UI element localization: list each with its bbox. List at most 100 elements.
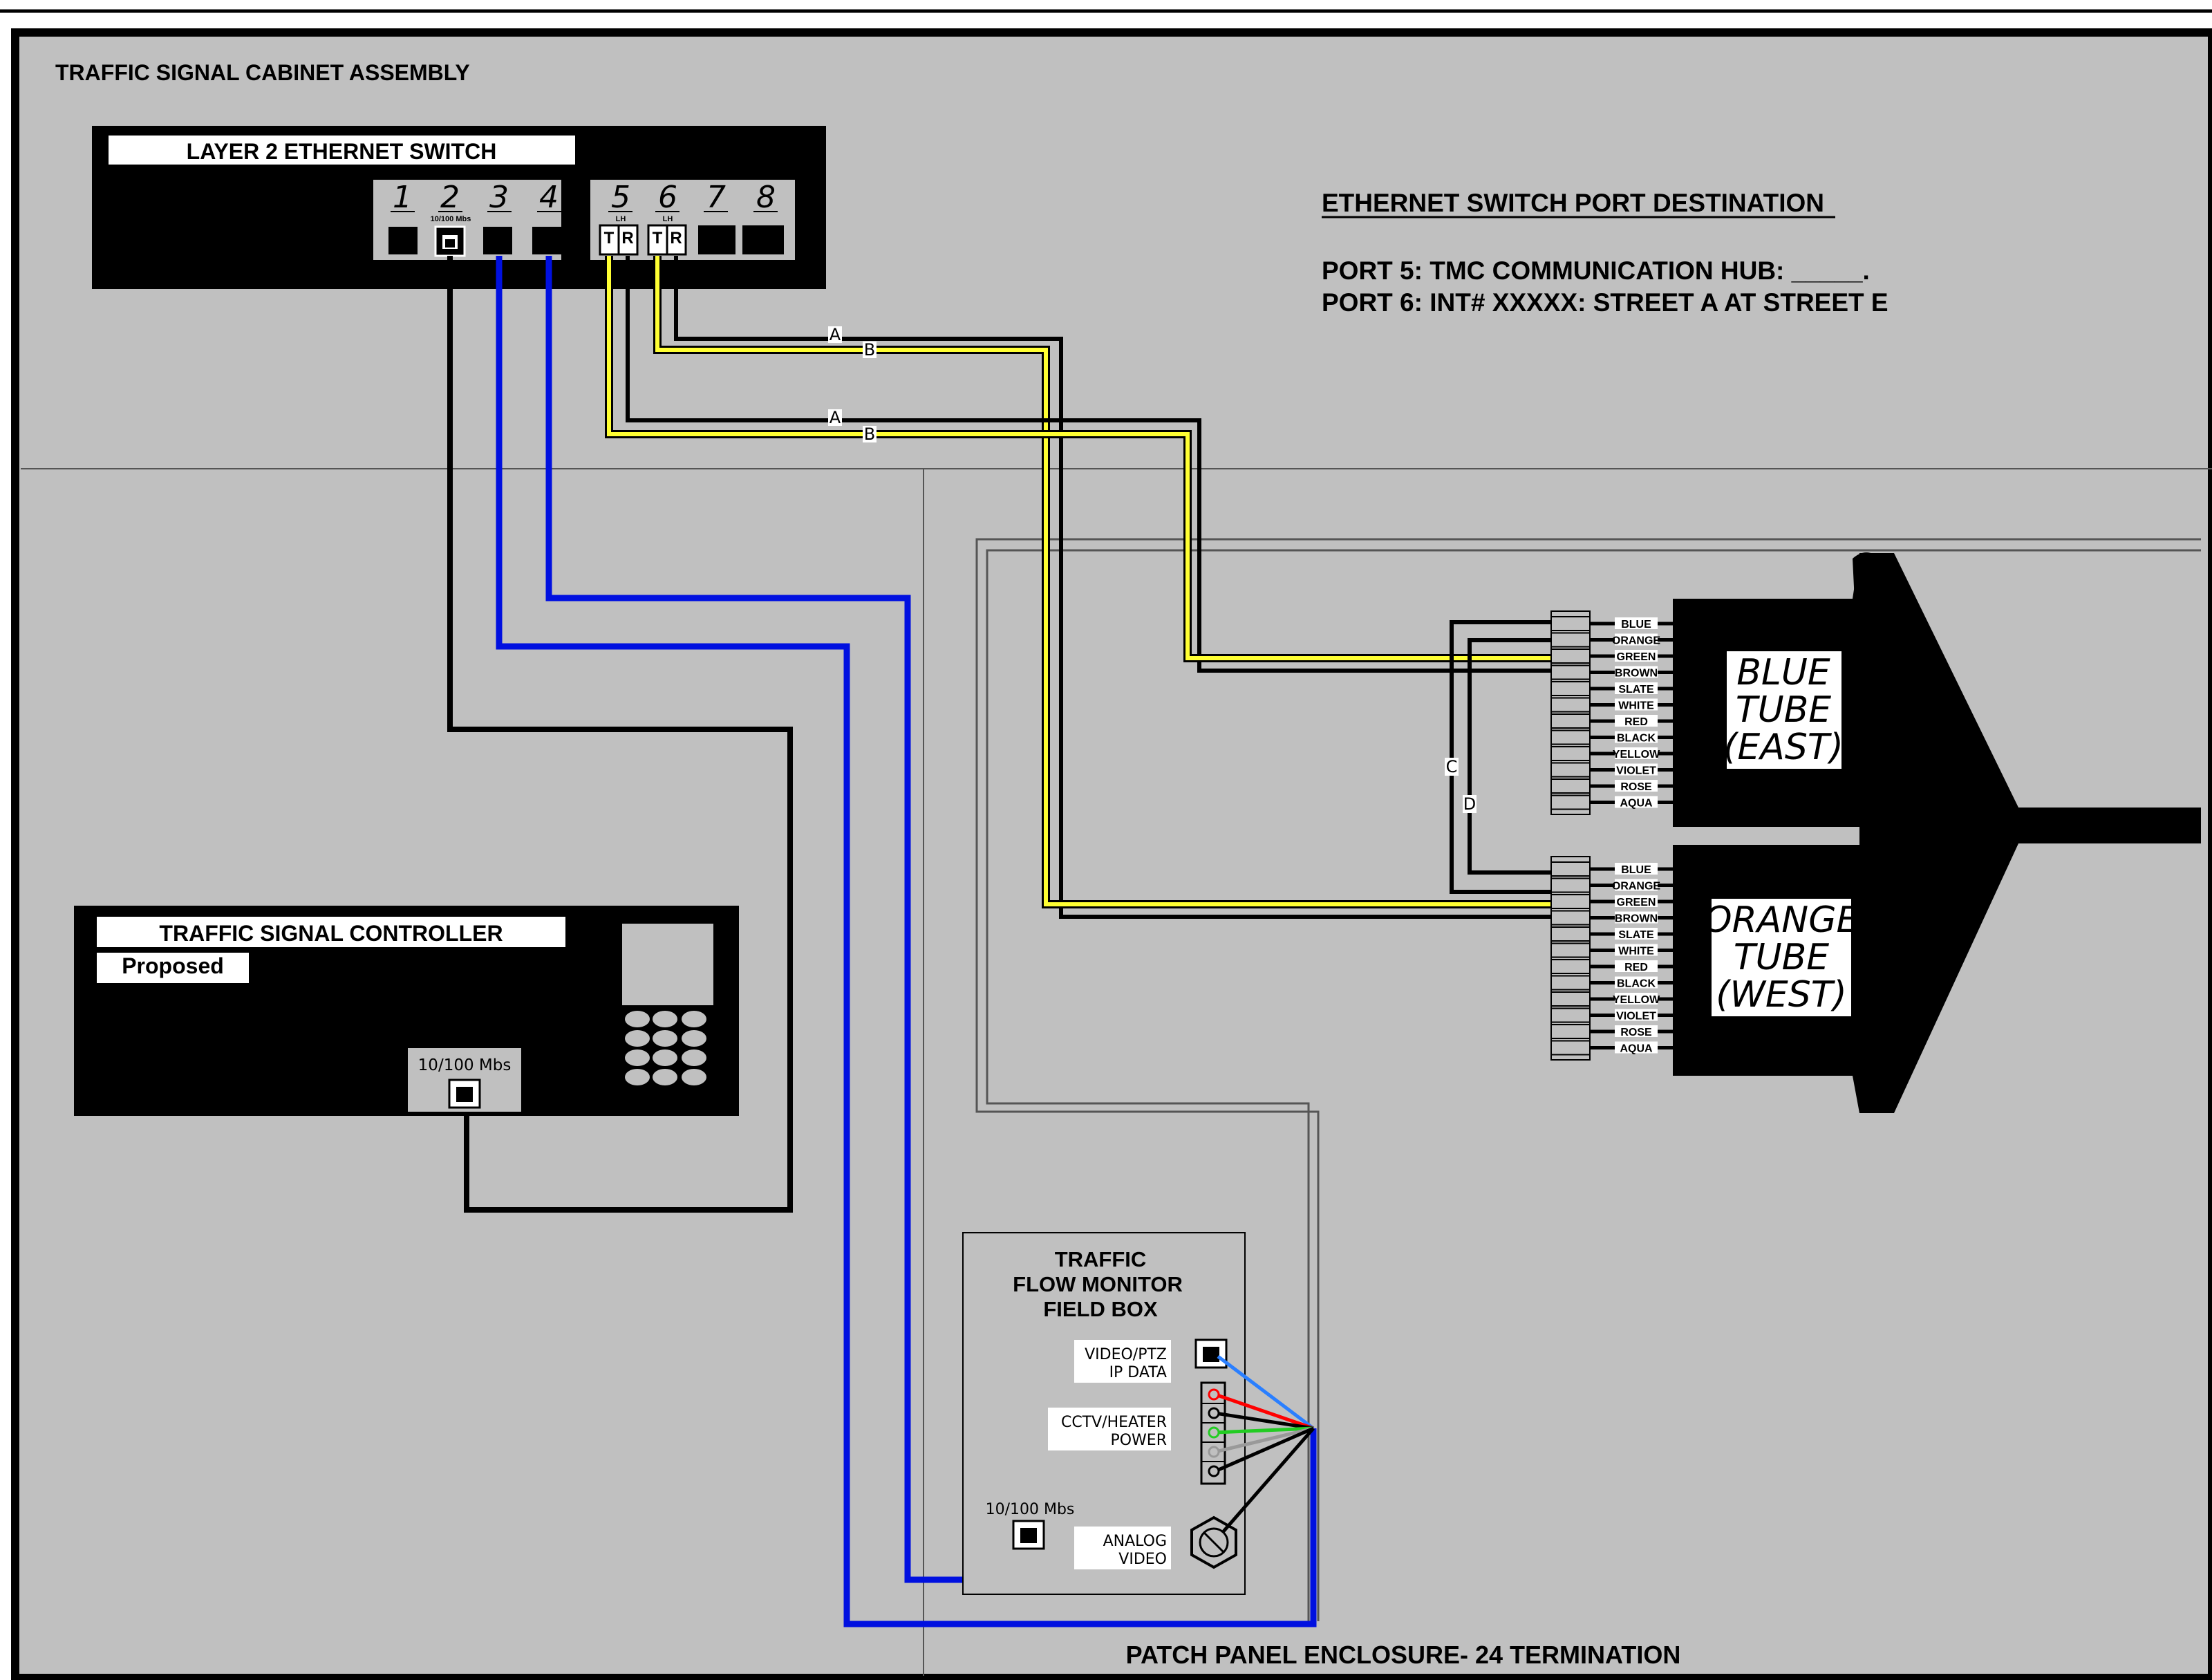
blue-tube-terminal[interactable] [1550, 681, 1591, 696]
enclosure-outline-outer [975, 538, 2201, 1621]
blue-tube-strand-label: GREEN [1617, 651, 1656, 663]
orange-tube-terminal[interactable] [1550, 861, 1591, 877]
analog-label-box [1074, 1527, 1171, 1569]
blue-tube-strand-label: SLATE [1618, 684, 1654, 696]
orange-tube-terminal[interactable] [1550, 1007, 1591, 1023]
blue-tube-strand-label-bg [1615, 747, 1658, 759]
patch-panel-label: PATCH PANEL ENCLOSURE- 24 TERMINATION [1126, 1641, 1681, 1669]
switch-port-8[interactable] [742, 225, 784, 254]
blue-tube-terminal[interactable] [1550, 632, 1591, 648]
orange-tube-strand-label-bg [1615, 944, 1658, 956]
analog-line2: VIDEO [1118, 1551, 1167, 1568]
orange-tube-terminal[interactable] [1550, 942, 1591, 958]
blue-tube-strand-label: BROWN [1615, 668, 1658, 680]
field-box: TRAFFIC FLOW MONITOR FIELD BOX VIDEO/PTZ… [962, 1232, 1315, 1595]
orange-tube-terminal[interactable] [1550, 910, 1591, 926]
blue-tube-strand-label: YELLOW [1613, 749, 1660, 760]
fiber-label-c: C [1446, 757, 1458, 776]
video-ptz-line2: IP DATA [1109, 1364, 1167, 1381]
orange-tube-label-box [1712, 899, 1851, 1016]
power-line1: CCTV/HEATER [1061, 1414, 1167, 1431]
blue-tube-terminal[interactable] [1550, 762, 1591, 778]
blue-tube-strand-label-bg [1615, 682, 1658, 694]
enclosure-outline-inner [986, 549, 2201, 1621]
switch-port-1[interactable] [388, 227, 418, 254]
port-number-2: 2 [440, 180, 460, 215]
blue-tube-strand-label-bg [1615, 666, 1658, 678]
orange-tube-strand-label: ROSE [1620, 1027, 1652, 1038]
orange-tube-terminal[interactable] [1550, 894, 1591, 909]
port-number-5: 5 [611, 180, 630, 215]
port5-lh-label: LH [616, 215, 626, 223]
port-destination-line-1: PORT 5: TMC COMMUNICATION HUB: _____. [1322, 256, 1870, 285]
orange-tube-strand-label: GREEN [1617, 897, 1656, 908]
port6-lh-label: LH [663, 215, 673, 223]
orange-tube-terminal[interactable] [1550, 975, 1591, 991]
blue-tube-strand-label-bg [1615, 715, 1658, 727]
port5-tx-label: T [604, 229, 615, 248]
blue-tube-terminal[interactable] [1550, 697, 1591, 713]
power-line2: POWER [1110, 1432, 1167, 1449]
blue-tube-strand-label: VIOLET [1616, 765, 1656, 777]
field-box-port-label: 10/100 Mbs [986, 1501, 1075, 1518]
blue-tube-strand-label-bg [1615, 617, 1658, 629]
orange-tube-strand-label-bg [1615, 1041, 1658, 1054]
field-box-wiring [1208, 1355, 1315, 1533]
orange-tube-terminal[interactable] [1550, 991, 1591, 1007]
port5-rx-label: R [621, 229, 633, 248]
controller-status-box [97, 953, 249, 983]
port-destination-line-2: PORT 6: INT# XXXXX: STREET A AT STREET E [1322, 288, 1888, 317]
blue-tube-strand-label-bg [1615, 780, 1658, 792]
orange-tube-strand-label: VIOLET [1616, 1011, 1656, 1023]
orange-tube-strand-label: YELLOW [1613, 994, 1660, 1006]
orange-tube-strand-label-bg [1615, 1009, 1658, 1021]
blue-tube-terminal[interactable] [1550, 664, 1591, 680]
orange-tube-strand-label-bg [1615, 895, 1658, 907]
orange-tube-strands: BLUEORANGEGREENBROWNSLATEWHITEREDBLACKYE… [1550, 856, 1673, 1061]
fiber-label-a-bottom: A [830, 408, 841, 427]
blue-tube-strand-label-bg [1615, 731, 1658, 743]
orange-tube-strand-label-bg [1615, 1025, 1658, 1037]
power-label-box [1048, 1408, 1171, 1450]
blue-tube-line1: BLUE [1736, 652, 1830, 693]
blue-tube-terminal[interactable] [1550, 746, 1591, 761]
blue-tube-strand-label: ORANGE [1612, 635, 1661, 647]
blue-tube-strand-label: BLUE [1621, 619, 1651, 631]
main-fiber-cable [1859, 553, 2201, 1113]
port6-rx-label: R [670, 229, 682, 248]
orange-tube-strand-label-bg [1615, 993, 1658, 1005]
blue-tube-terminal[interactable] [1550, 778, 1591, 794]
switch-port-7[interactable] [698, 225, 735, 254]
fiber-label-b-top: B [864, 340, 875, 360]
blue-tube-terminal[interactable] [1550, 729, 1591, 745]
orange-tube-strand-label-bg [1615, 879, 1658, 891]
blue-tube-strand-label: BLACK [1617, 733, 1656, 745]
blue-tube-strand-label: AQUA [1620, 798, 1653, 810]
orange-tube-terminal[interactable] [1550, 926, 1591, 942]
fiber-label-b-bottom: B [864, 424, 875, 444]
orange-tube-terminal[interactable] [1550, 1024, 1591, 1039]
blue-tube-terminal[interactable] [1550, 713, 1591, 729]
orange-tube-strand-label-bg [1615, 863, 1658, 875]
controller-port-label: 10/100 Mbs [418, 1056, 512, 1074]
port-number-3: 3 [489, 180, 509, 215]
field-box-title-2: FLOW MONITOR [1013, 1272, 1183, 1296]
video-ptz-line1: VIDEO/PTZ [1085, 1346, 1167, 1363]
blue-tube-strand-label: RED [1624, 716, 1648, 728]
switch-port-4[interactable] [532, 227, 561, 254]
switch-port-3[interactable] [483, 227, 512, 254]
orange-tube-strand-label: BLUE [1621, 864, 1651, 876]
blue-tube-strand-label: WHITE [1618, 700, 1654, 712]
blue-tube-terminal[interactable] [1550, 616, 1591, 631]
orange-tube-terminal[interactable] [1550, 959, 1591, 974]
analog-line1: ANALOG [1103, 1533, 1167, 1550]
controller-title: TRAFFIC SIGNAL CONTROLLER [159, 921, 503, 946]
blue-tube-terminal[interactable] [1550, 648, 1591, 664]
blue-tube-terminal[interactable] [1550, 794, 1591, 810]
orange-tube-terminal[interactable] [1550, 1040, 1591, 1056]
orange-tube-strand-label-bg [1615, 960, 1658, 972]
orange-tube-terminal[interactable] [1550, 877, 1591, 893]
orange-tube-strand-label: RED [1624, 962, 1648, 973]
fiber-labels: A B A B C D [828, 325, 1477, 814]
